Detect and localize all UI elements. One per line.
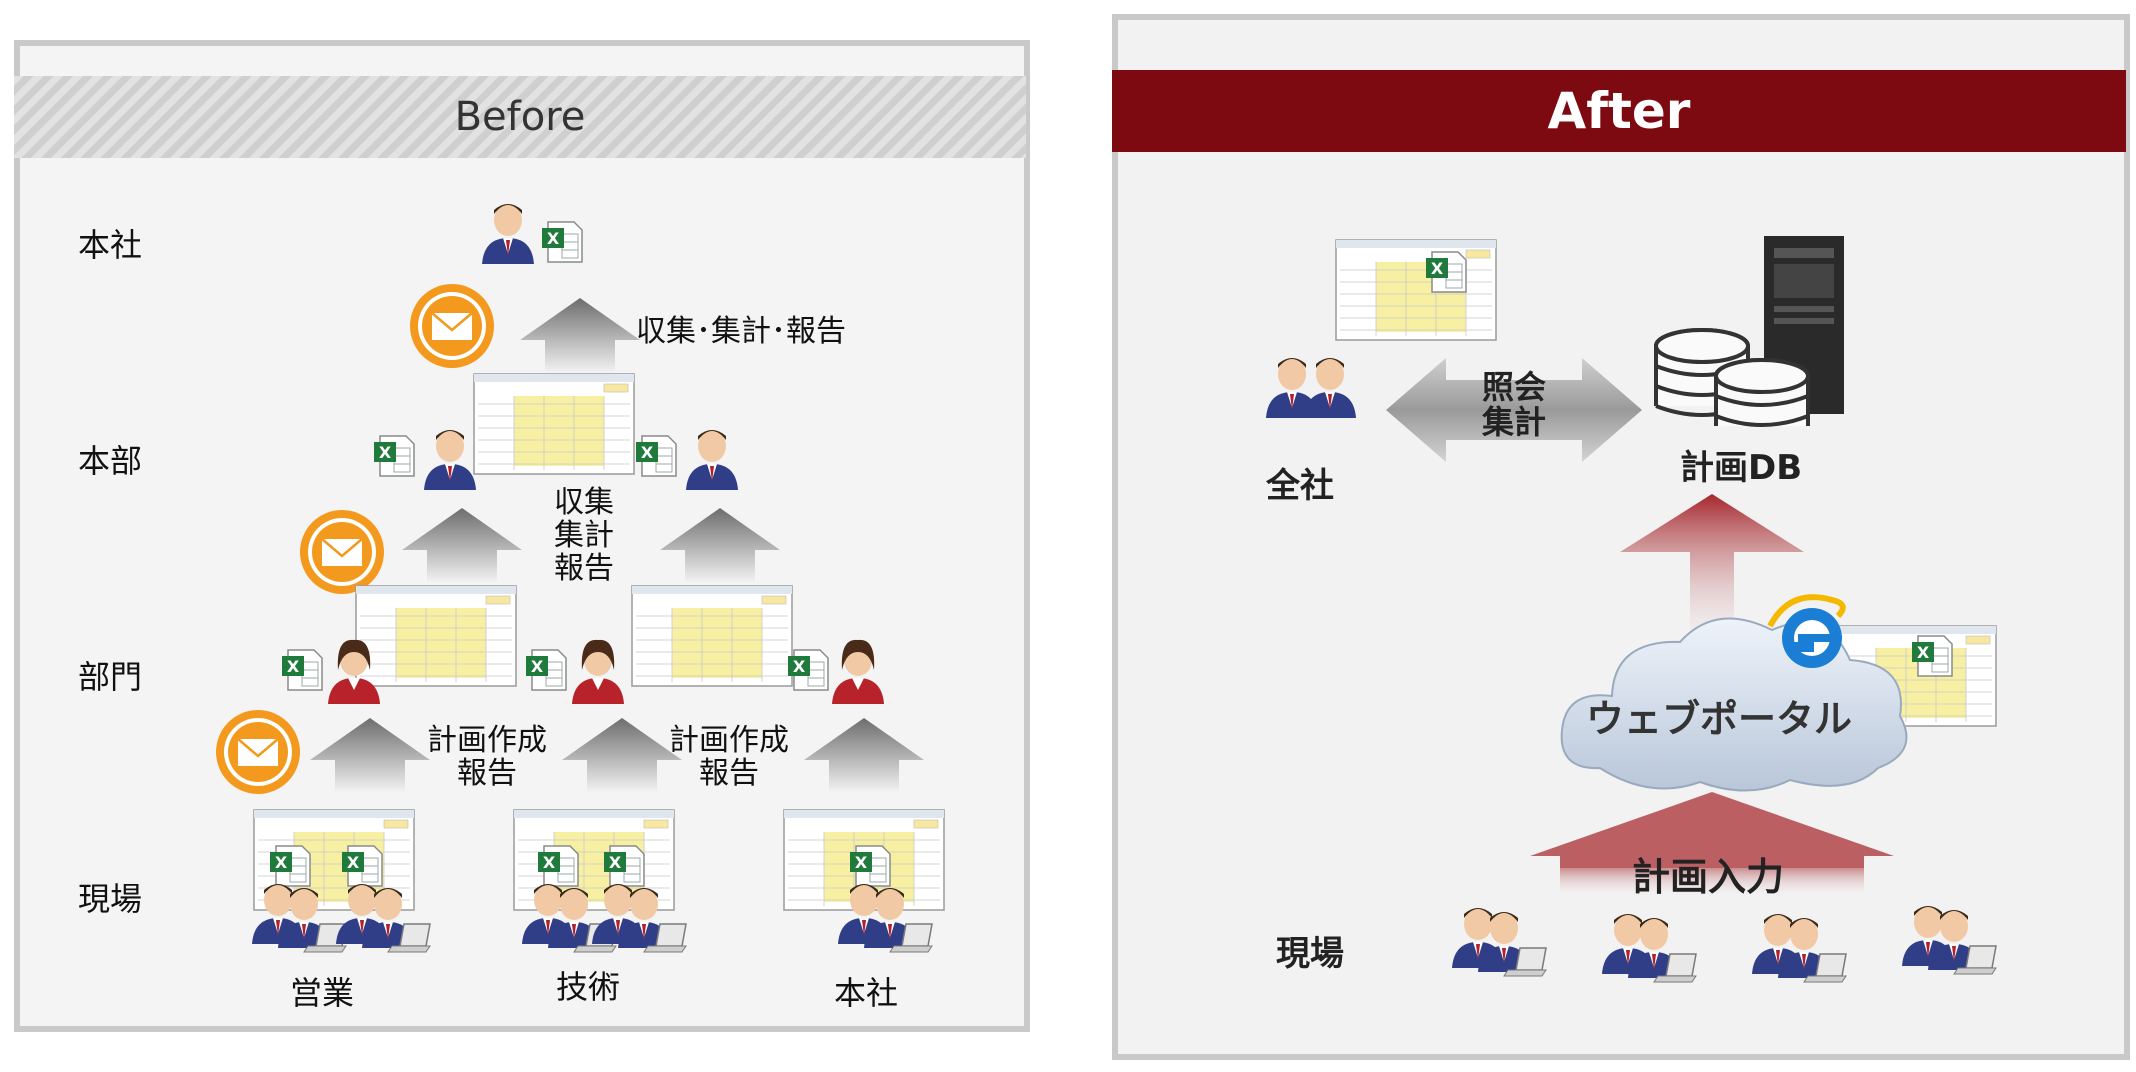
excel-icon [1425, 251, 1467, 293]
after-title: After [1547, 82, 1691, 140]
company-person-icon [1304, 358, 1356, 418]
level-label-division: 本部 [78, 442, 143, 480]
field-group-hq: 本社 [834, 974, 899, 1012]
level-label-field: 現場 [78, 880, 143, 918]
level-label-hq: 本社 [78, 226, 143, 264]
field-worker-icon [1752, 914, 1846, 982]
excel-icon [1911, 635, 1953, 677]
step-label-department-left: 計画作成 報告 [427, 723, 547, 791]
step-label-hq: 収集･集計･報告 [636, 314, 846, 349]
division-person-icon [424, 430, 476, 490]
before-title: Before [454, 94, 586, 140]
company-sheet [1335, 239, 1497, 341]
input-label: 計画入力 [1632, 855, 1785, 899]
field-worker-icon [1902, 906, 1996, 974]
field-group-sales: 営業 [290, 974, 355, 1012]
excel-icon [541, 221, 583, 263]
field-worker-icon [1452, 908, 1546, 976]
level-label-department: 部門 [78, 658, 143, 696]
mail-icon [298, 508, 386, 596]
exchange-arrow [1386, 358, 1642, 462]
before-header-band [14, 76, 1026, 158]
division-sheet [473, 373, 635, 475]
browser-icon [1767, 594, 1846, 668]
portal-label: ウェブポータル [1586, 697, 1853, 741]
department-sheet [631, 585, 793, 687]
field-worker-icon [336, 884, 430, 952]
database-icon [1654, 328, 1810, 427]
field-worker-icon [1602, 914, 1696, 982]
division-person-icon [686, 430, 738, 490]
field-label-after: 現場 [1276, 934, 1344, 974]
exchange-label: 照会 集計 [1481, 368, 1546, 442]
department-person-icon [572, 639, 624, 704]
step-label-division: 収集 集計 報告 [554, 485, 614, 586]
department-sheet [355, 585, 517, 687]
hq-person-icon [482, 204, 534, 264]
red-arrow-input [1530, 792, 1894, 868]
mail-icon [214, 708, 302, 796]
after-header-band [1112, 70, 2126, 152]
mail-icon [408, 282, 496, 370]
company-label: 全社 [1266, 466, 1334, 506]
step-label-department-right: 計画作成 報告 [669, 723, 789, 791]
red-arrow-db [1620, 494, 1804, 650]
department-person-icon [832, 639, 884, 704]
field-group-tech: 技術 [556, 968, 621, 1006]
database-label: 計画DB [1680, 448, 1803, 488]
